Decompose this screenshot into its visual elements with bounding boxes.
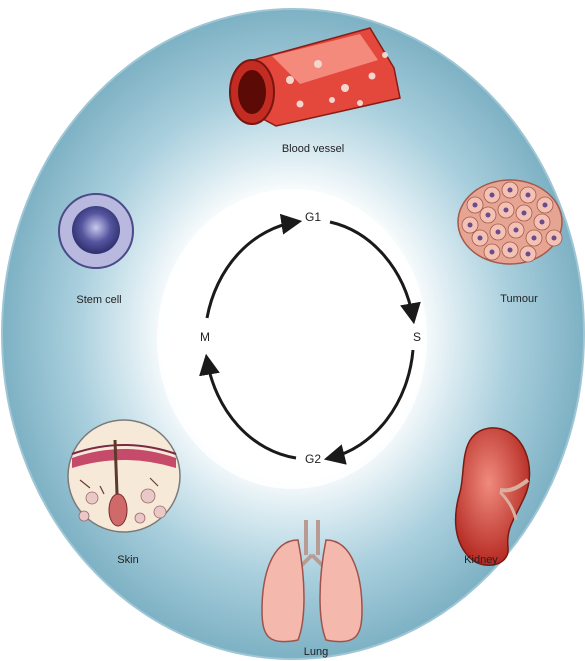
tumour-label: Tumour [500, 293, 538, 305]
phase-s-label: S [413, 330, 421, 344]
stem-cell-label: Stem cell [76, 294, 121, 306]
kidney-icon [456, 428, 530, 565]
lung-label: Lung [304, 646, 328, 658]
skin-icon [68, 420, 180, 532]
phase-g2-label: G2 [305, 452, 321, 466]
inner-center [157, 189, 427, 489]
tumour-icon [458, 180, 562, 264]
phase-m-label: M [200, 330, 210, 344]
blood-vessel-label: Blood vessel [282, 143, 344, 155]
kidney-label: Kidney [464, 554, 498, 566]
stem-cell-icon [59, 194, 133, 268]
skin-label: Skin [117, 554, 138, 566]
phase-g1-label: G1 [305, 210, 321, 224]
